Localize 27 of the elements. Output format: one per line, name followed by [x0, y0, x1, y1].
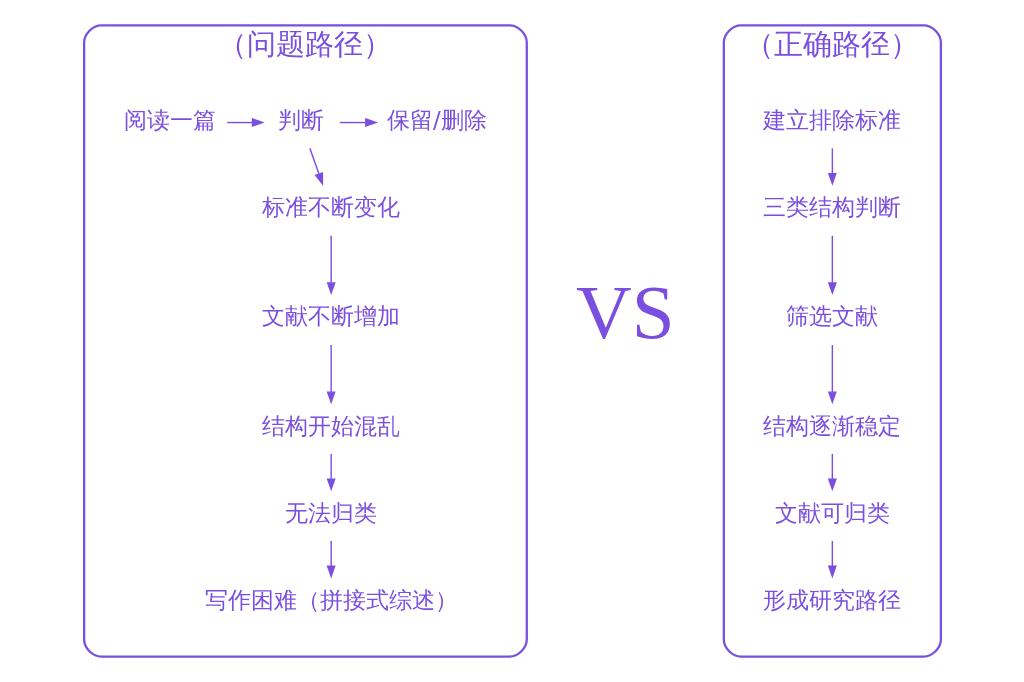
- node-text: 标准不断变化: [261, 194, 400, 221]
- node-text: 筛选文献: [785, 303, 878, 330]
- arrow: [326, 540, 336, 579]
- node-text: 建立排除标准: [762, 106, 901, 133]
- node-text: 阅读一篇: [123, 106, 216, 133]
- arrow: [827, 453, 837, 492]
- node-text: 判断: [277, 106, 324, 133]
- node-text: 写作困难（拼接式综述）: [204, 586, 458, 613]
- node-text: 形成研究路径: [762, 586, 901, 613]
- node-text: 结构逐渐稳定: [762, 412, 901, 439]
- arrow: [827, 344, 837, 405]
- arrow: [827, 147, 837, 186]
- node-text: 保留/删除: [386, 106, 487, 133]
- node-text: 三类结构判断: [762, 194, 901, 221]
- arrow: [326, 344, 336, 405]
- node-text: 结构开始混乱: [261, 412, 400, 439]
- arrow: [827, 235, 837, 296]
- arrow: [226, 118, 265, 128]
- arrow: [326, 453, 336, 492]
- node-text: 无法归类: [284, 499, 377, 526]
- arrow: [827, 540, 837, 579]
- arrow: [308, 147, 323, 186]
- node-text: 文献可归类: [774, 499, 890, 526]
- node-text: 文献不断增加: [261, 303, 400, 330]
- label: VS: [575, 269, 675, 356]
- arrow: [338, 118, 378, 128]
- arrow: [326, 235, 336, 296]
